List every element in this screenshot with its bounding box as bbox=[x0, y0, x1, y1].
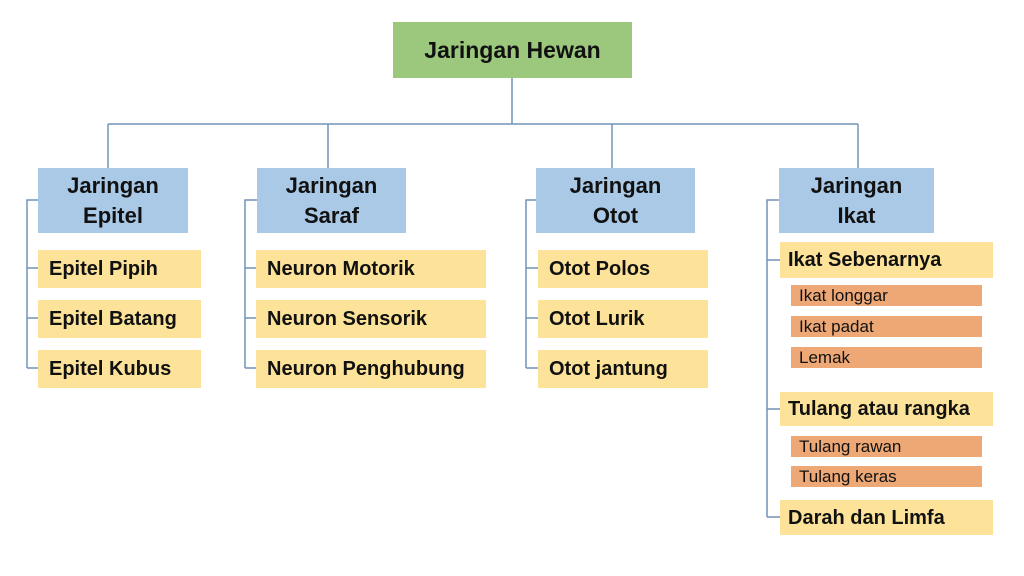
item-label: Darah dan Limfa bbox=[788, 506, 945, 529]
item-label: Otot Lurik bbox=[549, 308, 645, 330]
subitem-label: Ikat padat bbox=[799, 317, 874, 336]
item-neuron-sensorik: Neuron Sensorik bbox=[256, 300, 486, 338]
subitem-lemak: Lemak bbox=[791, 347, 982, 368]
connector-bracket-otot bbox=[525, 199, 538, 369]
item-label: Tulang atau rangka bbox=[788, 398, 970, 420]
item-otot-polos: Otot Polos bbox=[538, 250, 708, 288]
item-epitel-pipih: Epitel Pipih bbox=[38, 250, 201, 288]
root-node-jaringan-hewan: Jaringan Hewan bbox=[393, 22, 632, 78]
branch-saraf-title-line1: Jaringan bbox=[285, 173, 378, 199]
item-darah-dan-limfa: Darah dan Limfa bbox=[780, 500, 993, 535]
branch-epitel-title-line1: Jaringan bbox=[67, 173, 159, 199]
branch-node-ikat: Jaringan Ikat bbox=[779, 168, 934, 233]
subitem-label: Tulang keras bbox=[799, 467, 897, 486]
item-ikat-sebenarnya: Ikat Sebenarnya bbox=[780, 242, 993, 278]
branch-otot-title-line2: Otot bbox=[592, 202, 639, 228]
item-label: Epitel Kubus bbox=[49, 358, 172, 380]
branch-epitel-title-line2: Epitel bbox=[83, 202, 143, 228]
item-label: Neuron Penghubung bbox=[267, 358, 465, 380]
branch-node-saraf: Jaringan Saraf bbox=[257, 168, 406, 233]
branch-node-epitel: Jaringan Epitel bbox=[38, 168, 188, 233]
branch-ikat-title-line2: Ikat bbox=[837, 202, 876, 228]
subitem-tulang-rawan: Tulang rawan bbox=[791, 436, 982, 457]
item-label: Ikat Sebenarnya bbox=[788, 249, 942, 271]
item-otot-lurik: Otot Lurik bbox=[538, 300, 708, 338]
item-epitel-kubus: Epitel Kubus bbox=[38, 350, 201, 388]
item-label: Neuron Motorik bbox=[267, 258, 415, 280]
connector-bracket-saraf bbox=[244, 199, 257, 369]
item-tulang-atau-rangka: Tulang atau rangka bbox=[780, 392, 993, 426]
connector-bracket-ikat bbox=[766, 199, 780, 518]
item-otot-jantung: Otot jantung bbox=[538, 350, 708, 388]
item-label: Neuron Sensorik bbox=[267, 308, 428, 330]
subitem-ikat-padat: Ikat padat bbox=[791, 316, 982, 337]
root-label: Jaringan Hewan bbox=[424, 36, 601, 63]
item-neuron-penghubung: Neuron Penghubung bbox=[256, 350, 486, 388]
item-label: Otot jantung bbox=[549, 358, 668, 380]
subitem-ikat-longgar: Ikat longgar bbox=[791, 285, 982, 306]
subitem-label: Ikat longgar bbox=[799, 286, 888, 305]
item-label: Epitel Batang bbox=[49, 308, 177, 330]
item-label: Epitel Pipih bbox=[49, 258, 158, 280]
branch-ikat-title-line1: Jaringan bbox=[810, 173, 903, 199]
branch-node-otot: Jaringan Otot bbox=[536, 168, 695, 233]
item-epitel-batang: Epitel Batang bbox=[38, 300, 201, 338]
item-neuron-motorik: Neuron Motorik bbox=[256, 250, 486, 288]
branch-saraf-title-line2: Saraf bbox=[303, 202, 360, 228]
subitem-label: Tulang rawan bbox=[799, 437, 902, 456]
subitem-tulang-keras: Tulang keras bbox=[791, 466, 982, 487]
subitem-label: Lemak bbox=[799, 348, 851, 367]
branch-otot-title-line1: Jaringan bbox=[569, 173, 662, 199]
item-label: Otot Polos bbox=[549, 258, 651, 280]
connector-bracket-epitel bbox=[26, 199, 38, 369]
